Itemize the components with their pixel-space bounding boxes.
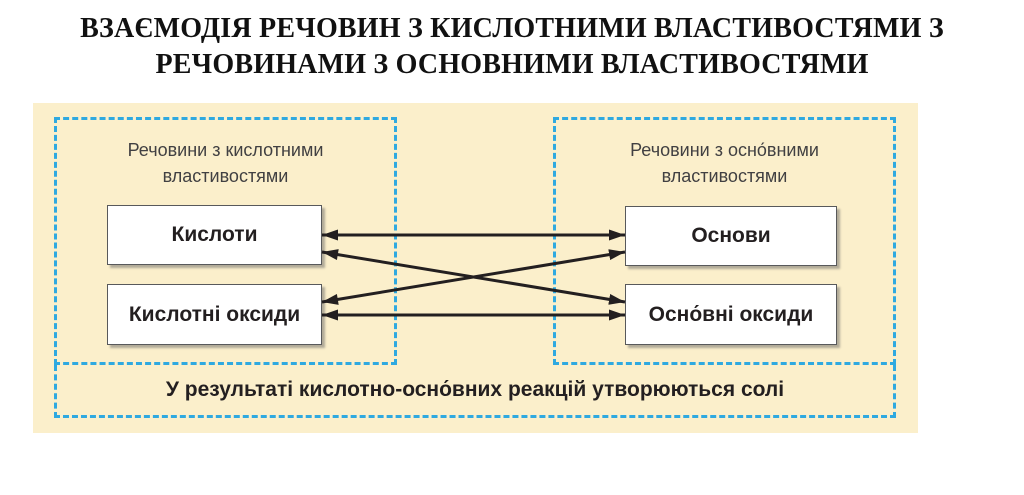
footer-result-label: У результаті кислотно-осно́вних реакцій … [165, 378, 785, 401]
node-basic-oxides: Осно́вні оксиди [625, 284, 837, 345]
footer-result-box: У результаті кислотно-осно́вних реакцій … [54, 365, 896, 418]
node-acidic-oxides-label: Кислотні оксиди [128, 302, 301, 326]
page-title-line2: РЕЧОВИНАМИ З ОСНОВНИМИ ВЛАСТИВОСТЯМИ [155, 49, 869, 80]
node-acids-label: Кислоти [171, 223, 258, 246]
group-basic-label: Речовини з осно́вними властивостями [630, 140, 819, 186]
page-title-line1: ВЗАЄМОДІЯ РЕЧОВИН З КИСЛОТНИМИ ВЛАСТИВОС… [80, 13, 944, 44]
node-bases: Основи [625, 206, 837, 266]
node-bases-label: Основи [691, 224, 771, 247]
diagram-panel: Речовини з кислотними властивостями Речо… [33, 103, 918, 433]
node-basic-oxides-label: Осно́вні оксиди [648, 302, 814, 326]
page-title: ВЗАЄМОДІЯ РЕЧОВИН З КИСЛОТНИМИ ВЛАСТИВОС… [0, 11, 1024, 83]
group-acidic-substances: Речовини з кислотними властивостями [54, 117, 397, 365]
group-basic-substances: Речовини з осно́вними властивостями [553, 117, 896, 365]
node-acids: Кислоти [107, 205, 322, 265]
group-acidic-label: Речовини з кислотними властивостями [127, 140, 324, 186]
node-acidic-oxides: Кислотні оксиди [107, 284, 322, 345]
